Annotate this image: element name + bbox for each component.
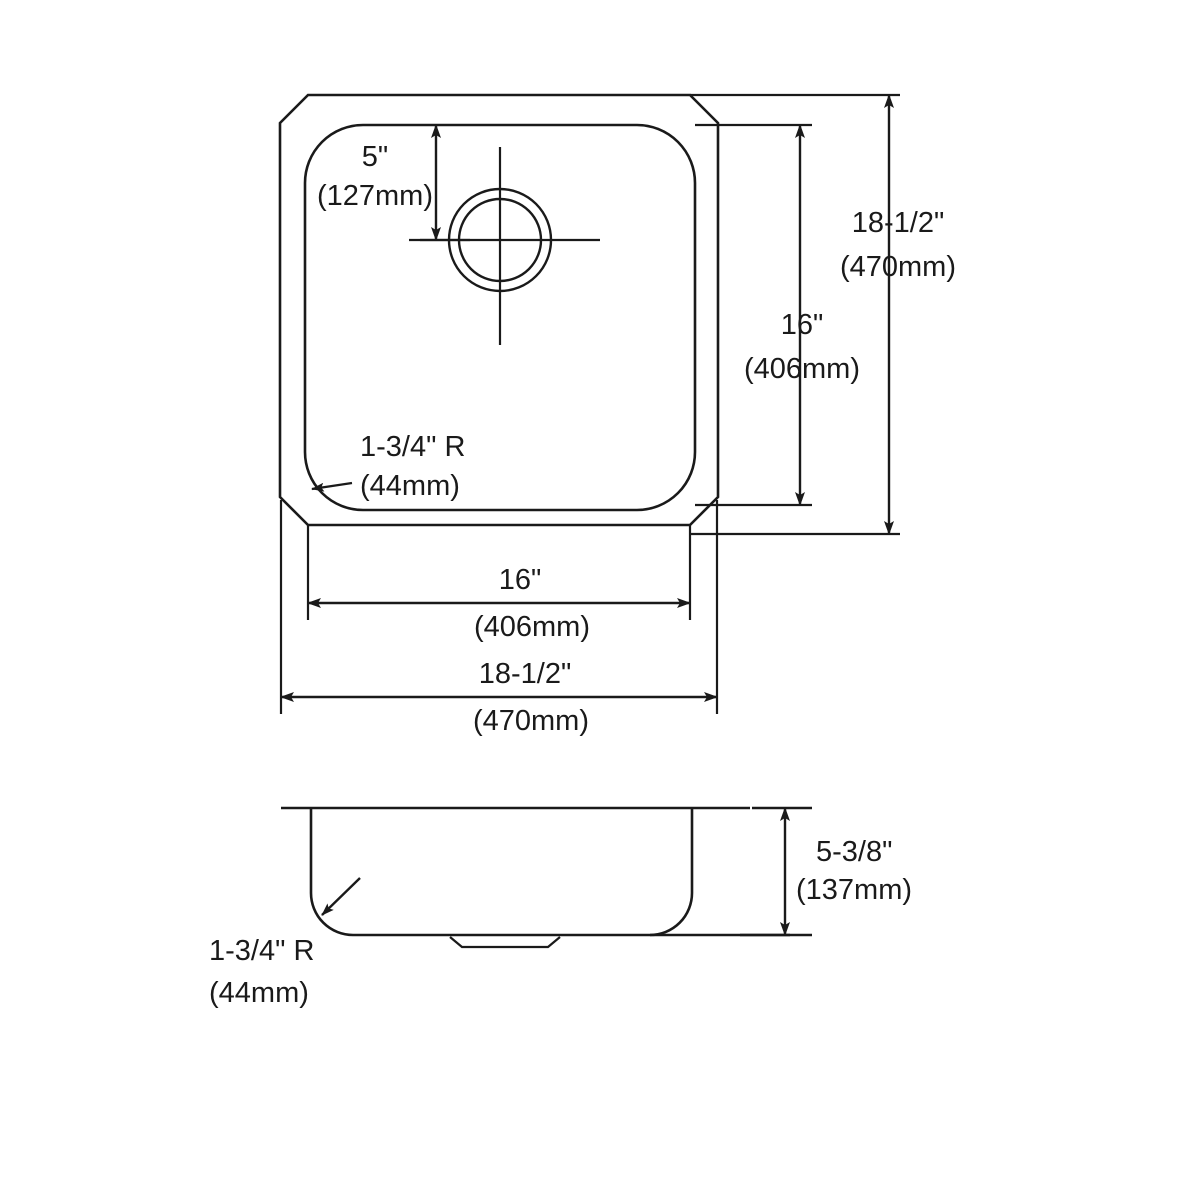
side-view-bowl-profile [309,808,694,937]
top-corner-radius-leader-line [311,481,353,492]
bowl-depth-mm-label: (127mm) [317,180,433,212]
side-corner-radius-inch-label: 1-3/4" R [209,935,314,967]
bowl-depth-inch-label: 5" [362,141,388,173]
bowl-height-mm-label: (406mm) [744,353,860,385]
side-depth-mm-label: (137mm) [796,874,912,906]
side-corner-radius-leader-line [321,877,361,916]
bowl-width-mm-label: (406mm) [474,611,590,643]
bowl-width-inch-label: 16" [499,564,542,596]
side-view-group: 1-3/4" R (44mm) 5-3/8" (137mm) [209,806,912,1009]
side-depth-inch-label: 5-3/8" [816,836,892,868]
top-corner-radius-inch-label: 1-3/4" R [360,431,465,463]
top-corner-radius-mm-label: (44mm) [360,470,460,502]
side-corner-radius-mm-label: (44mm) [209,977,309,1009]
top-view-group: 5" (127mm) 1-3/4" R (44mm) 16" (406mm) 1… [278,93,956,737]
overall-width-mm-label: (470mm) [473,705,589,737]
overall-height-inch-label: 18-1/2" [852,207,945,239]
side-view-drain-recess [449,936,561,949]
overall-height-mm-label: (470mm) [840,251,956,283]
overall-width-inch-label: 18-1/2" [479,658,572,690]
bowl-height-inch-label: 16" [781,309,824,341]
sink-bowl-outline [303,123,697,512]
